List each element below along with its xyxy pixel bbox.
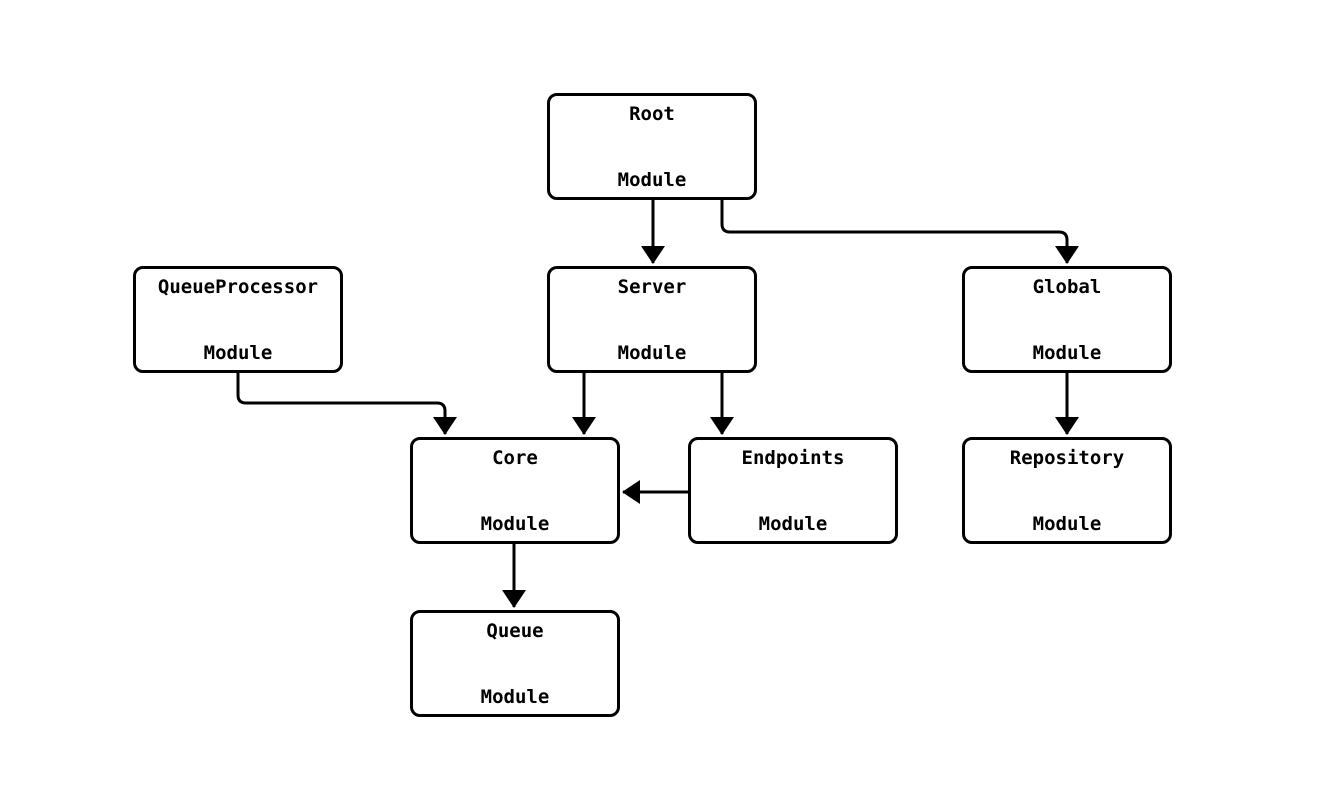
node-label-line1: Server xyxy=(617,275,687,298)
node-label-line1: Root xyxy=(629,102,675,125)
node-label-line2: Module xyxy=(617,168,687,191)
node-label-line2: Module xyxy=(1032,341,1102,364)
node-server-module: Server Module xyxy=(547,266,757,373)
node-label: Endpoints Module xyxy=(742,403,845,579)
node-label: Core Module xyxy=(481,403,550,579)
node-root-module: Root Module xyxy=(547,93,757,200)
node-label-line1: Queue xyxy=(486,619,544,642)
node-label-line1: Endpoints xyxy=(741,446,845,469)
node-core-module: Core Module xyxy=(410,437,620,544)
node-label-line2: Module xyxy=(1032,512,1102,535)
node-label-line2: Module xyxy=(480,512,550,535)
node-label-line2: Module xyxy=(480,685,550,708)
node-endpoints-module: Endpoints Module xyxy=(688,437,898,544)
node-label: Repository Module xyxy=(1010,403,1124,579)
node-queueprocessor-module: QueueProcessor Module xyxy=(133,266,343,373)
node-label-line1: QueueProcessor xyxy=(157,275,319,298)
node-label: Global Module xyxy=(1033,232,1102,408)
node-label: Queue Module xyxy=(481,576,550,752)
node-queue-module: Queue Module xyxy=(410,610,620,717)
node-label: Server Module xyxy=(618,232,687,408)
node-repository-module: Repository Module xyxy=(962,437,1172,544)
node-label-line1: Repository xyxy=(1009,446,1125,469)
node-label-line2: Module xyxy=(758,512,828,535)
node-global-module: Global Module xyxy=(962,266,1172,373)
node-label-line1: Core xyxy=(492,446,538,469)
node-label-line2: Module xyxy=(203,341,273,364)
node-label: Root Module xyxy=(618,59,687,235)
node-label-line1: Global xyxy=(1032,275,1102,298)
node-label: QueueProcessor Module xyxy=(158,232,318,408)
edge-root-to-global xyxy=(720,200,1079,264)
node-label-line2: Module xyxy=(617,341,687,364)
